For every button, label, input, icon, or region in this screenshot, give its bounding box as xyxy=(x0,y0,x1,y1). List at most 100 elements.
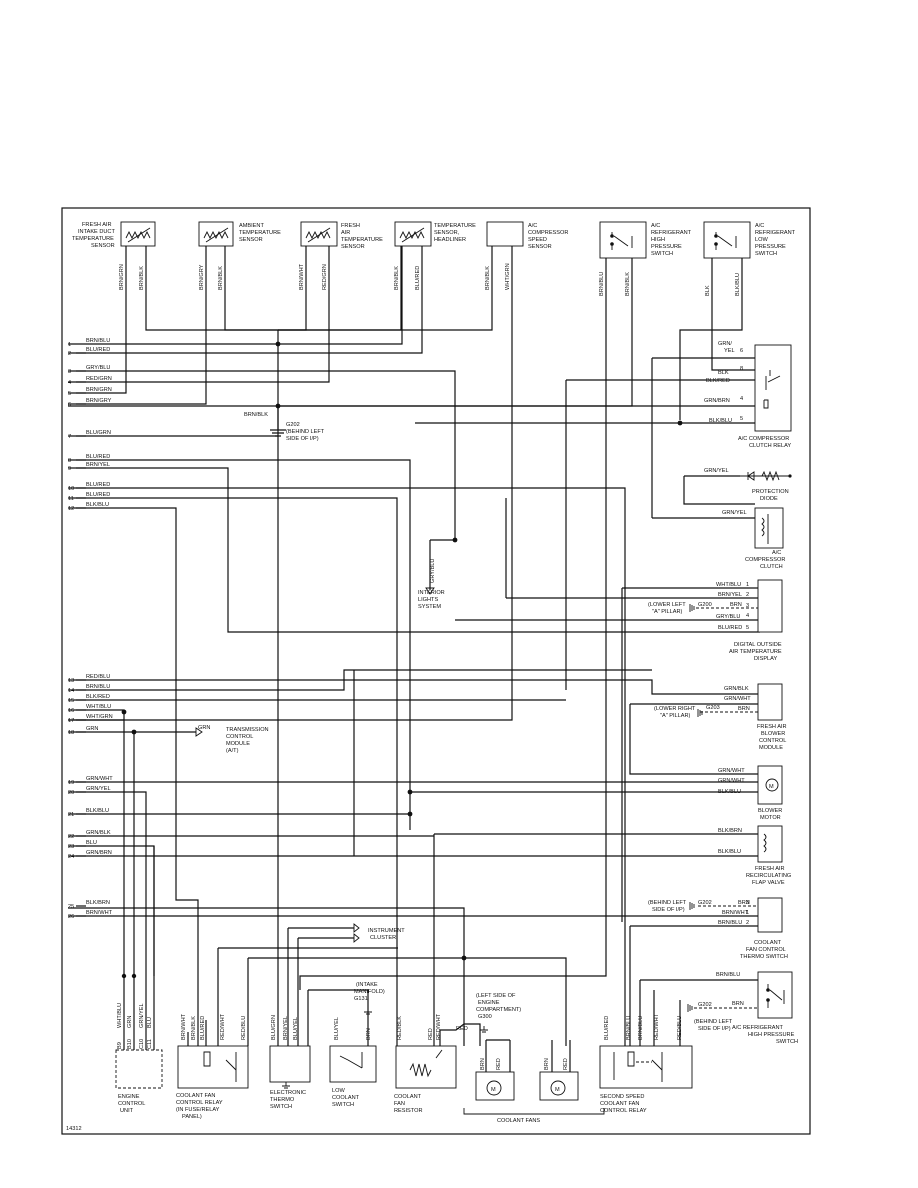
svg-text:G203: G203 xyxy=(706,705,720,711)
pin-number: 23 xyxy=(68,844,74,850)
svg-text:TRANSMISSION: TRANSMISSION xyxy=(226,727,269,733)
pin-number: 22 xyxy=(68,834,74,840)
svg-text:SWITCH: SWITCH xyxy=(651,251,673,257)
low-pressure-switch-top: A/C REFRIGERANT LOW PRESSURE SWITCH xyxy=(703,221,796,259)
svg-text:3: 3 xyxy=(746,900,749,906)
svg-text:BRN: BRN xyxy=(738,706,750,712)
svg-text:CLUTCH RELAY: CLUTCH RELAY xyxy=(749,443,791,449)
bottom-wire-label: BRN/BLU xyxy=(638,1016,644,1040)
svg-text:INTAKE DUCT: INTAKE DUCT xyxy=(78,229,115,235)
svg-text:SENSOR: SENSOR xyxy=(528,244,552,250)
svg-text:BRN/BLK: BRN/BLK xyxy=(625,272,631,296)
svg-text:TEMPERATURE: TEMPERATURE xyxy=(72,236,114,242)
svg-text:LOW: LOW xyxy=(332,1088,345,1094)
svg-text:DISPLAY: DISPLAY xyxy=(754,656,777,662)
svg-text:5: 5 xyxy=(740,416,743,422)
fresh-air-temperature-sensor: FRESH AIR TEMPERATURE SENSOR xyxy=(300,221,383,250)
svg-text:RED: RED xyxy=(456,1026,468,1032)
bottom-wire-label: RED/BLK xyxy=(397,1016,403,1040)
fresh-air-intake-sensor: FRESH AIR INTAKE DUCT TEMPERATURE SENSOR xyxy=(72,221,156,249)
svg-text:RED/GRN: RED/GRN xyxy=(322,264,328,290)
pin-wire-label: BLU/RED xyxy=(86,347,110,353)
svg-text:(LEFT SIDE OF: (LEFT SIDE OF xyxy=(476,993,516,999)
svg-text:A/C: A/C xyxy=(772,550,781,556)
svg-text:HEADLINER: HEADLINER xyxy=(434,237,466,243)
svg-text:BRN: BRN xyxy=(738,900,750,906)
pin-wire-label: GRN xyxy=(86,726,98,732)
bottom-wire-label: RED/WHT xyxy=(654,1013,660,1040)
bottom-wire-label: BRN xyxy=(366,1028,372,1040)
svg-text:GRN/YEL: GRN/YEL xyxy=(704,468,729,474)
svg-text:5: 5 xyxy=(746,625,749,631)
svg-text:GRY/BLU: GRY/BLU xyxy=(430,559,436,583)
pin-wire-label: BRN/YEL xyxy=(86,462,110,468)
svg-text:CLUTCH: CLUTCH xyxy=(760,564,783,570)
svg-text:BRN/BLK: BRN/BLK xyxy=(139,266,145,290)
engine-control-unit: ENGINE CONTROL UNIT xyxy=(115,1049,163,1114)
svg-text:FRESH AIR: FRESH AIR xyxy=(755,866,785,872)
svg-text:GRY/BLU: GRY/BLU xyxy=(716,614,740,620)
svg-text:RECIRCULATING: RECIRCULATING xyxy=(746,873,791,879)
svg-text:COMPARTMENT): COMPARTMENT) xyxy=(476,1007,521,1013)
pin-number: 16 xyxy=(68,708,74,714)
svg-text:M: M xyxy=(491,1087,496,1093)
svg-text:BLU/RED: BLU/RED xyxy=(415,266,421,290)
pin-number: 9 xyxy=(68,466,71,472)
svg-text:4: 4 xyxy=(740,396,743,402)
bottom-wire-label: BRN/BLK xyxy=(191,1016,197,1040)
svg-text:TEMPERATURE: TEMPERATURE xyxy=(434,223,476,229)
svg-text:BLOWER: BLOWER xyxy=(761,731,785,737)
pin-wire-label: GRN/BLK xyxy=(86,830,111,836)
svg-text:BLK/BLU: BLK/BLU xyxy=(709,418,732,424)
svg-text:BRN/YEL: BRN/YEL xyxy=(718,592,742,598)
svg-text:(BEHIND LEFT: (BEHIND LEFT xyxy=(286,429,325,435)
svg-text:INTERIOR: INTERIOR xyxy=(418,590,445,596)
pin-number: 14 xyxy=(68,688,74,694)
svg-text:BRN/GRN: BRN/GRN xyxy=(119,264,125,290)
pin-number: 2 xyxy=(68,351,71,357)
pin-number: 10 xyxy=(68,486,74,492)
svg-text:GRN/WHT: GRN/WHT xyxy=(718,768,745,774)
svg-text:8: 8 xyxy=(740,366,743,372)
svg-text:HIGH: HIGH xyxy=(651,237,665,243)
bottom-wire-label: BLU/YEL xyxy=(293,1017,299,1040)
svg-text:BLK/BLU: BLK/BLU xyxy=(718,849,741,855)
ecu-pin-label: C10 xyxy=(139,1039,145,1049)
pin-number: 11 xyxy=(68,496,74,502)
svg-text:ENGINE: ENGINE xyxy=(478,1000,500,1006)
pin-wire-label: BRN/GRN xyxy=(86,387,112,393)
svg-text:WHT/GRN: WHT/GRN xyxy=(505,263,511,290)
svg-text:(A/T): (A/T) xyxy=(226,748,239,754)
g202-ground-bottom: G202 (BEHIND LEFT SIDE OF I/P) xyxy=(687,1002,733,1032)
svg-text:YEL: YEL xyxy=(724,348,735,354)
svg-text:PROTECTION: PROTECTION xyxy=(752,489,789,495)
pin-number: 6 xyxy=(68,402,71,408)
pin-number: 26 xyxy=(68,914,74,920)
blower-motor: M BLOWER MOTOR xyxy=(757,765,783,821)
transmission-control-module: TRANSMISSION CONTROL MODULE (A/T) xyxy=(226,727,269,754)
svg-text:BRN/GRY: BRN/GRY xyxy=(199,264,205,290)
svg-text:SENSOR,: SENSOR, xyxy=(434,230,460,236)
coolant-fan-thermo-switch: COOLANT FAN CONTROL THERMO SWITCH xyxy=(740,897,788,960)
g202-ground-thermo: G202 (BEHIND LEFT SIDE OF I/P) xyxy=(648,900,712,913)
pin-wire-label: BLU/RED xyxy=(86,492,110,498)
svg-text:A/C: A/C xyxy=(755,223,764,229)
pin-wire-label: BRN/WHT xyxy=(86,910,113,916)
instrument-cluster: INSTRUMENT CLUSTER xyxy=(368,928,405,941)
svg-text:FAN CONTROL: FAN CONTROL xyxy=(746,947,786,953)
pin-wire-label: WHT/GRN xyxy=(86,714,113,720)
pin-number: 25 xyxy=(68,904,74,910)
pin-wire-label: WHT/BLU xyxy=(86,704,111,710)
svg-text:BLK/BLU: BLK/BLU xyxy=(718,789,741,795)
svg-text:SWITCH: SWITCH xyxy=(332,1102,354,1108)
svg-text:1: 1 xyxy=(746,910,749,916)
pin-wire-label: GRY/BLU xyxy=(86,365,110,371)
electronic-thermo-switch: ELECTRONIC THERMO SWITCH xyxy=(269,1045,311,1110)
svg-text:BLK: BLK xyxy=(705,285,711,296)
svg-text:BRN/BLU: BRN/BLU xyxy=(599,272,605,296)
svg-text:G200: G200 xyxy=(698,602,712,608)
svg-text:CONTROL: CONTROL xyxy=(759,738,786,744)
pin-wire-label: BLK/RED xyxy=(86,694,110,700)
coolant-fan-resistor: COOLANT FAN RESISTOR xyxy=(394,1045,457,1114)
